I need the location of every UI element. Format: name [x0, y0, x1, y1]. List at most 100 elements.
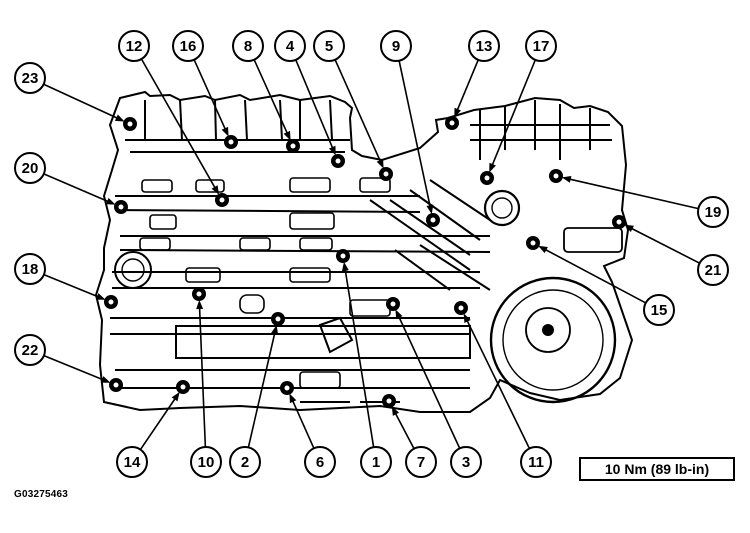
bolt-16 — [224, 135, 238, 149]
callout-label: 9 — [392, 38, 400, 55]
leader-arrowhead-2 — [271, 324, 279, 335]
leader-line-3 — [395, 310, 461, 449]
leader-arrowhead-17 — [489, 162, 496, 173]
callout-19: 19 — [697, 196, 729, 228]
callout-label: 3 — [462, 454, 470, 471]
callout-label: 18 — [22, 261, 39, 278]
callout-10: 10 — [190, 446, 222, 478]
leader-line-13 — [454, 59, 479, 116]
bolt-4 — [331, 154, 345, 168]
callout-23: 23 — [14, 62, 46, 94]
leader-arrowhead-9 — [426, 204, 434, 215]
bolt-18 — [104, 295, 118, 309]
callout-8: 8 — [232, 30, 264, 62]
leader-arrowhead-5 — [376, 158, 384, 169]
leader-arrowhead-3 — [395, 309, 403, 320]
leader-arrowhead-15 — [538, 245, 548, 254]
leader-arrowhead-11 — [463, 313, 471, 324]
torque-spec-box: 10 Nm (89 lb-in) — [579, 457, 735, 481]
callout-13: 13 — [468, 30, 500, 62]
bolt-1 — [336, 249, 350, 263]
callout-label: 23 — [22, 70, 39, 87]
bolt-10 — [192, 287, 206, 301]
leader-line-19 — [563, 177, 699, 210]
callout-label: 5 — [325, 38, 333, 55]
bolt-21 — [612, 215, 626, 229]
callout-6: 6 — [304, 446, 336, 478]
bolt-2 — [271, 312, 285, 326]
leader-line-23 — [43, 83, 124, 122]
callout-16: 16 — [172, 30, 204, 62]
callout-22: 22 — [14, 334, 46, 366]
bolt-13 — [445, 116, 459, 130]
leader-arrowhead-12 — [211, 185, 220, 195]
callout-4: 4 — [274, 30, 306, 62]
leader-line-17 — [489, 59, 537, 171]
leader-arrowhead-20 — [105, 197, 116, 205]
bolt-9 — [426, 213, 440, 227]
callout-label: 10 — [198, 454, 215, 471]
callout-2: 2 — [229, 446, 261, 478]
leader-line-4 — [295, 59, 336, 154]
figure-id: G03275463 — [14, 489, 69, 500]
leader-line-18 — [43, 273, 104, 300]
callout-3: 3 — [450, 446, 482, 478]
callout-label: 20 — [22, 160, 39, 177]
leader-arrowhead-10 — [196, 299, 204, 310]
callout-label: 22 — [22, 342, 39, 359]
callout-14: 14 — [116, 446, 148, 478]
bolt-3 — [386, 297, 400, 311]
bolt-markers — [104, 116, 626, 408]
callout-label: 2 — [241, 454, 249, 471]
bolt-5 — [379, 167, 393, 181]
callout-15: 15 — [643, 294, 675, 326]
leader-arrowhead-13 — [454, 107, 461, 118]
bolt-8 — [286, 139, 300, 153]
leader-line-21 — [625, 224, 701, 264]
callout-17: 17 — [525, 30, 557, 62]
callout-11: 11 — [520, 446, 552, 478]
leader-arrowhead-19 — [561, 175, 572, 183]
bolt-15 — [526, 236, 540, 250]
leader-arrowhead-21 — [624, 224, 634, 232]
callout-label: 16 — [180, 38, 197, 55]
callout-label: 19 — [705, 204, 722, 221]
bolt-22 — [109, 378, 123, 392]
leader-line-6 — [289, 394, 315, 449]
bolt-12 — [215, 193, 229, 207]
bolt-11 — [454, 301, 468, 315]
leader-lines — [43, 58, 701, 451]
bolt-6 — [280, 381, 294, 395]
leader-arrowhead-1 — [341, 261, 349, 272]
bolt-7 — [382, 394, 396, 408]
callout-label: 1 — [372, 454, 380, 471]
callout-12: 12 — [118, 30, 150, 62]
leader-line-22 — [43, 354, 109, 383]
callout-21: 21 — [697, 254, 729, 286]
leader-line-2 — [247, 326, 277, 448]
leader-line-8 — [253, 59, 291, 140]
callout-label: 11 — [528, 454, 544, 471]
bolt-20 — [114, 200, 128, 214]
callout-18: 18 — [14, 253, 46, 285]
leader-arrowhead-8 — [283, 130, 291, 141]
leader-line-15 — [539, 246, 647, 304]
callout-label: 6 — [316, 454, 324, 471]
callout-label: 15 — [651, 302, 668, 319]
bolt-19 — [549, 169, 563, 183]
leader-line-7 — [392, 407, 415, 450]
bolt-17 — [480, 171, 494, 185]
leader-line-5 — [334, 59, 384, 168]
callout-7: 7 — [405, 446, 437, 478]
leader-line-9 — [398, 60, 433, 213]
leader-arrowhead-6 — [289, 393, 297, 404]
leader-line-16 — [193, 59, 229, 136]
leader-arrowhead-22 — [100, 376, 111, 383]
leader-arrowhead-23 — [114, 114, 125, 122]
callout-9: 9 — [380, 30, 412, 62]
callout-label: 12 — [126, 38, 143, 55]
callout-20: 20 — [14, 152, 46, 184]
bolt-23 — [123, 117, 137, 131]
